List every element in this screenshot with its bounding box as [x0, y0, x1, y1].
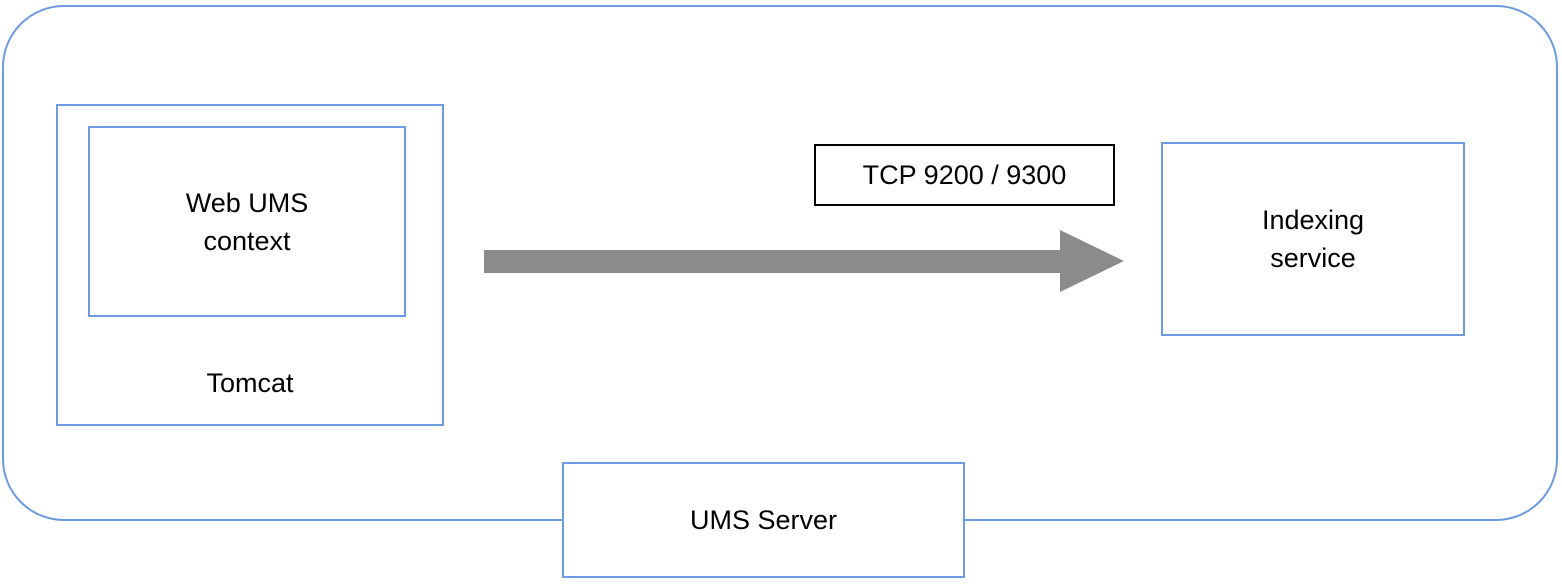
connector-tomcat-to-indexing-arrow [480, 224, 1128, 298]
node-indexing-service[interactable]: Indexing service [1161, 142, 1465, 336]
node-web-ums-context[interactable]: Web UMS context [88, 126, 406, 317]
connector-label-tcp-ports[interactable]: TCP 9200 / 9300 [814, 144, 1115, 206]
node-tomcat-label: Tomcat [206, 368, 294, 398]
node-web-ums-context-label: Web UMS context [185, 187, 309, 256]
node-ums-server[interactable]: UMS Server [562, 462, 965, 578]
node-ums-server-label: UMS Server [689, 505, 838, 535]
node-indexing-service-label: Indexing service [1261, 205, 1365, 273]
connector-label-tcp-ports-text: TCP 9200 / 9300 [862, 160, 1067, 190]
block-arrow-icon [484, 230, 1124, 292]
